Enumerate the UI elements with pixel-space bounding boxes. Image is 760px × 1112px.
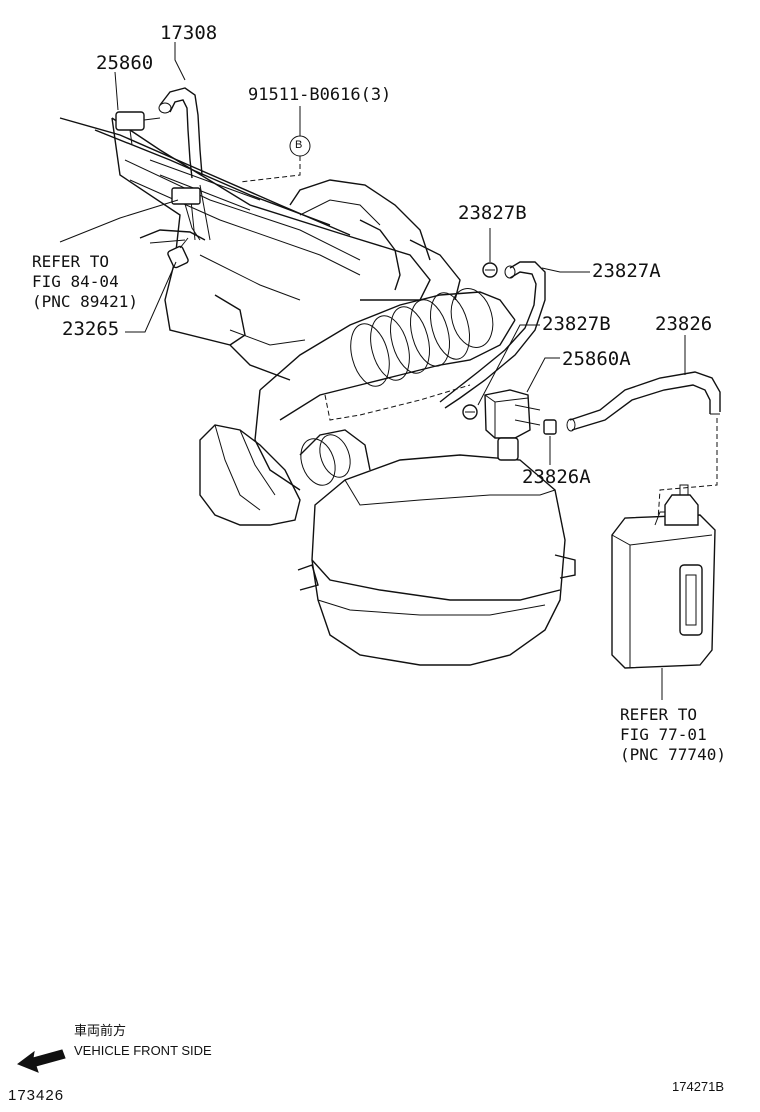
part-number-23265: 23265 (62, 318, 120, 340)
figure-code-left: 173426 (8, 1087, 65, 1104)
hose-23826 (566, 371, 721, 521)
air-cleaner (297, 454, 576, 666)
clip-23827b-top (482, 262, 498, 278)
part-number-91511: 91511-B0616(3) (248, 85, 392, 105)
charcoal-canister (611, 484, 716, 700)
hose-23827a (439, 261, 546, 409)
intake-rails (59, 117, 351, 241)
vsv-25860 (115, 111, 161, 146)
intake-duct (254, 288, 516, 491)
arrow-left-icon (16, 1049, 66, 1073)
vehicle-front-jp: 車両前方 (74, 1023, 127, 1038)
part-number-23827b-mid: 23827B (542, 313, 611, 335)
vehicle-front-side: VEHICLE FRONT SIDE (74, 1043, 212, 1058)
part-number-25860: 25860 (96, 52, 154, 74)
part-number-17308: 17308 (160, 22, 218, 44)
part-number-25860a: 25860A (562, 348, 631, 370)
part-number-23826: 23826 (655, 313, 713, 335)
marker-b-circle (289, 135, 311, 157)
vsv-25860a (484, 389, 541, 461)
refer-to-fig-84-04: REFER TO FIG 84-04 (PNC 89421) (32, 252, 138, 311)
part-number-23826a: 23826A (522, 466, 591, 488)
figure-code-right: 174271B (672, 1079, 725, 1094)
sensor-23265 (167, 237, 189, 269)
part-number-23827a: 23827A (592, 260, 661, 282)
leader-lines (59, 42, 686, 465)
clip-23827b-mid (462, 404, 478, 420)
marker-b-letter: B (295, 139, 303, 151)
side-bracket (199, 424, 301, 526)
clip-23826a (543, 419, 557, 435)
sensor-bracket (139, 187, 206, 244)
part-number-23827b-top: 23827B (458, 202, 527, 224)
hose-17308 (158, 87, 203, 179)
refer-to-fig-77-01: REFER TO FIG 77-01 (PNC 77740) (620, 705, 726, 764)
